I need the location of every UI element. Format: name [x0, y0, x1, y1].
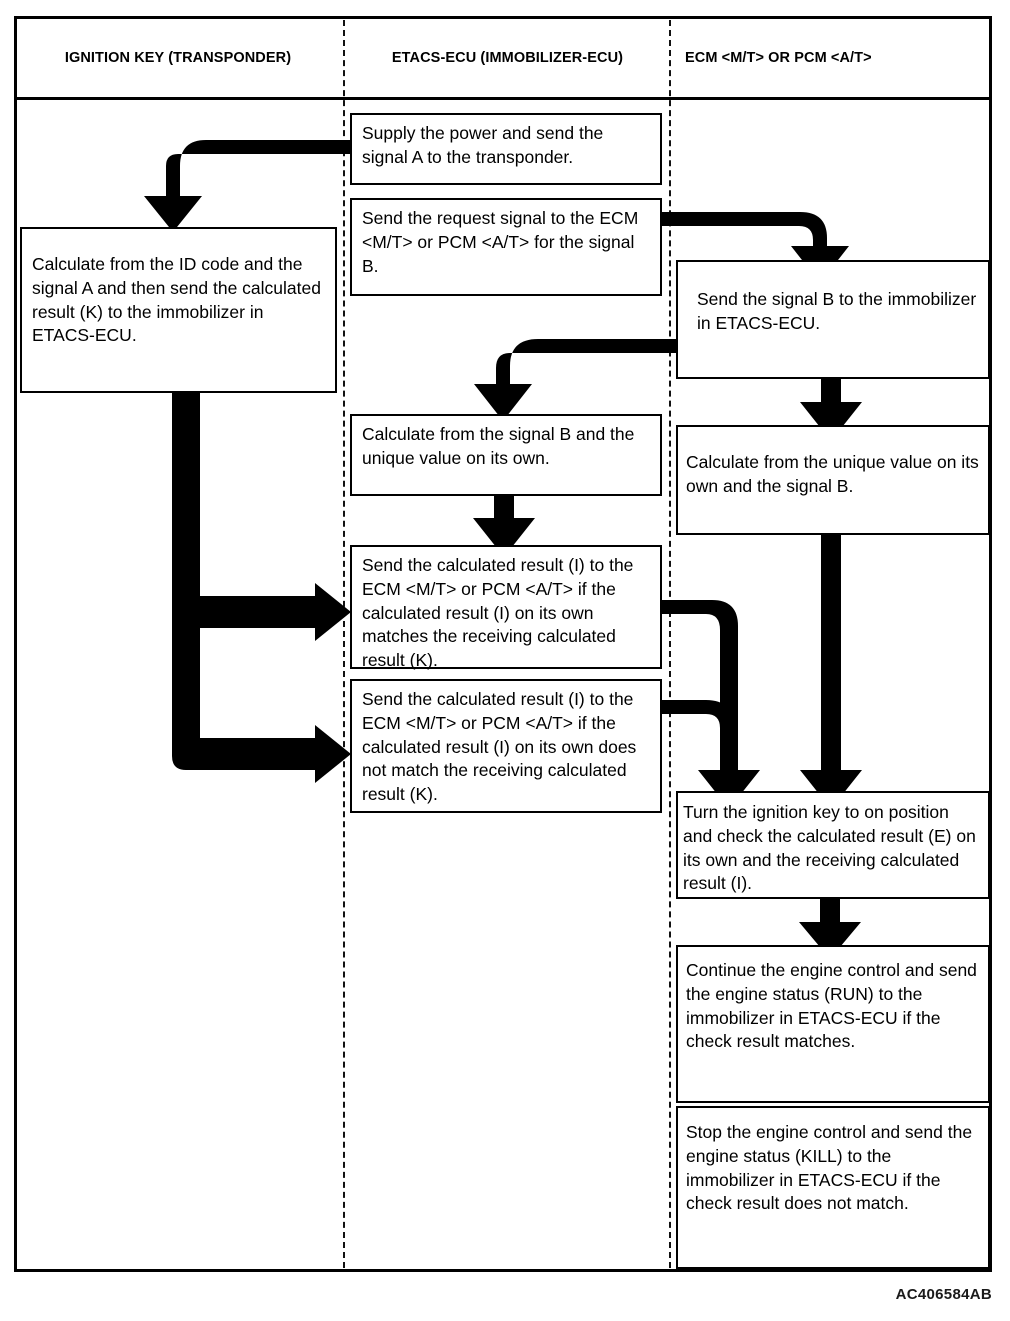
box-etacs-supply-power: Supply the power and send the signal A t…: [350, 113, 662, 185]
box-etacs-request-signal: Send the request signal to the ECM <M/T>…: [350, 198, 662, 296]
box-etacs-calculate-signal-b: Calculate from the signal B and the uniq…: [350, 414, 662, 496]
column-header-ecm-pcm: ECM <M/T> OR PCM <A/T>: [685, 50, 872, 66]
column-header-band: IGNITION KEY (TRANSPONDER) ETACS-ECU (IM…: [14, 16, 992, 100]
box-ecm-continue-engine-control: Continue the engine control and send the…: [676, 945, 990, 1103]
lane-separator-1: [343, 20, 345, 1268]
box-ecm-turn-ignition-key: Turn the ignition key to on position and…: [676, 791, 990, 899]
column-header-ignition-key: IGNITION KEY (TRANSPONDER): [64, 50, 292, 66]
lane-separator-2: [669, 20, 671, 1268]
box-key-calculate-id-code: Calculate from the ID code and the signa…: [20, 227, 337, 393]
reference-code: AC406584AB: [895, 1286, 992, 1303]
box-ecm-stop-engine-control: Stop the engine control and send the eng…: [676, 1106, 990, 1269]
box-etacs-send-result-match: Send the calculated result (I) to the EC…: [350, 545, 662, 670]
box-etacs-send-result-nomatch: Send the calculated result (I) to the EC…: [350, 679, 662, 813]
column-header-etacs-ecu: ETACS-ECU (IMMOBILIZER-ECU): [391, 50, 624, 66]
box-ecm-send-signal-b: Send the signal B to the immobilizer in …: [676, 260, 990, 379]
box-ecm-calculate-unique-value: Calculate from the unique value on its o…: [676, 425, 990, 535]
